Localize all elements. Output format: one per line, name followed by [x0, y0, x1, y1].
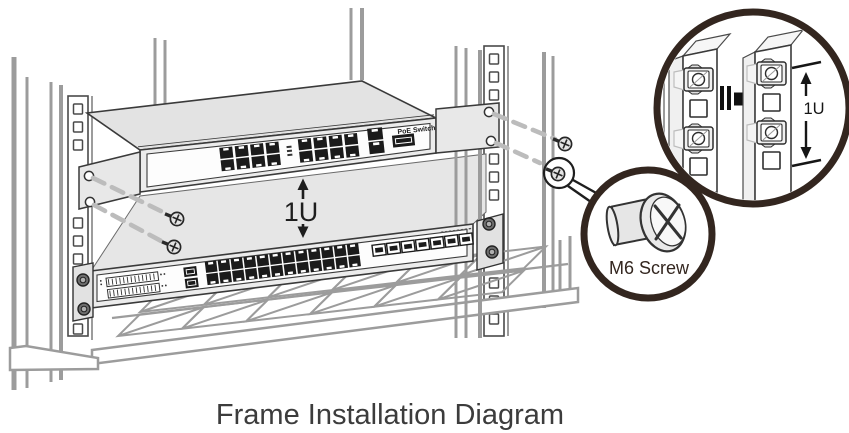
rj45-port-row [204, 243, 360, 273]
down-arrow-icon [800, 147, 812, 159]
down-arrow-icon [297, 226, 309, 238]
m6-screw-icon [551, 135, 574, 153]
poe-switch-label: PoE Switch [397, 125, 436, 136]
rack-ear-left [78, 151, 141, 210]
callout-ring [653, 8, 849, 208]
callout-ring [580, 166, 716, 302]
rail-square-hole [689, 157, 708, 176]
uplink-ports [367, 127, 385, 155]
cage-nut-clip-ghost [746, 122, 758, 144]
thumbscrew [77, 302, 91, 316]
rj45-port-row [206, 255, 361, 286]
rj45-port-row [299, 145, 360, 163]
rj45-port-row [219, 141, 280, 159]
unit-gap-annotation: 1U [284, 178, 319, 238]
m6-screw-callout: M6 Screw [580, 166, 716, 302]
thumbscrew [482, 217, 496, 231]
phillips-cross-icon [653, 203, 683, 241]
sfp-port [391, 133, 416, 148]
led-dots [99, 273, 167, 287]
rack-inner-posts [454, 46, 482, 338]
left-bracket [72, 262, 94, 322]
model-print [440, 227, 472, 233]
cable-tray-front-row [115, 269, 527, 338]
m6-screw-illustration [605, 192, 687, 253]
rack-left-foot [8, 344, 100, 372]
cage-nut [756, 58, 787, 89]
cage-nut [683, 123, 714, 154]
cage-nut [683, 64, 714, 95]
up-arrow-icon [800, 72, 812, 84]
led-bank [106, 282, 161, 299]
cage-nut [756, 117, 787, 148]
rail-hole-group [488, 153, 500, 201]
cage-nut-clip-ghost [673, 69, 685, 91]
thumbscrew [76, 273, 90, 287]
cage-nut-clip-ghost [673, 128, 685, 150]
screw-guide-dashes [90, 111, 558, 245]
sfp-port-row [371, 232, 474, 258]
inset-unit-label: 1U [803, 100, 824, 118]
rail-hole-group [72, 103, 84, 151]
right-bracket [476, 213, 504, 271]
console-ports [183, 266, 199, 289]
rail-hole [72, 323, 84, 335]
led-marks [286, 145, 293, 157]
led-bank [105, 271, 160, 288]
rj45-port-row [297, 132, 359, 151]
rail-hole-group [488, 53, 500, 101]
mounted-switch [72, 213, 504, 322]
highlighted-screw [542, 156, 576, 190]
cage-nut-clip-ghost [746, 63, 758, 85]
inset-right-rail [742, 29, 805, 200]
rack-frame [11, 8, 555, 390]
thumbscrew [485, 245, 499, 259]
rail-square-hole [689, 99, 708, 118]
up-arrow-icon [297, 178, 309, 190]
callout-pointer [567, 178, 599, 203]
rack-ear-right [435, 102, 500, 154]
unit-gap-label: 1U [284, 197, 319, 227]
rail-square-hole [762, 93, 781, 112]
rack-rail-inset: 1U [653, 8, 849, 208]
rail-square-hole [762, 151, 781, 170]
screw-callout-label: M6 Screw [609, 258, 690, 278]
inset-unit-annotation [791, 60, 822, 168]
poe-switch: PoE Switch [78, 80, 500, 210]
rail-hole-group [72, 217, 84, 265]
diagram-caption: Frame Installation Diagram [216, 399, 564, 431]
rj45-port-row [220, 153, 281, 172]
